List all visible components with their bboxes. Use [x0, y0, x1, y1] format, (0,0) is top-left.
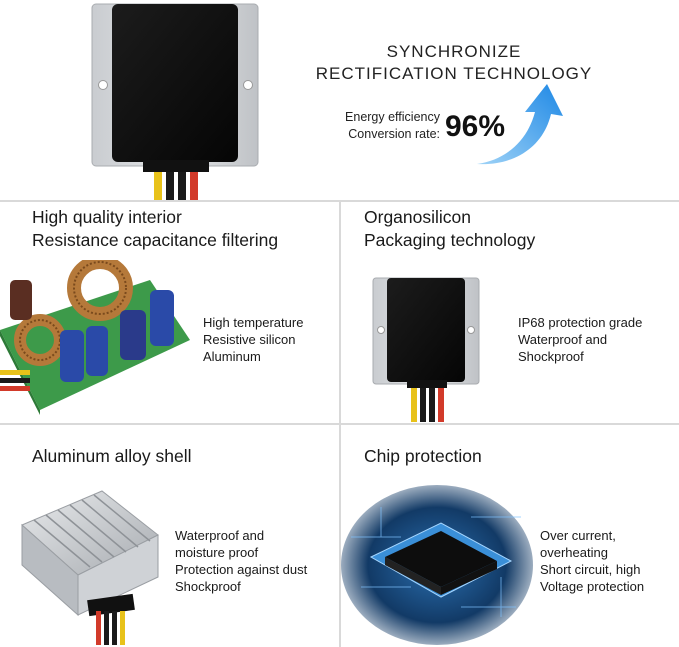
circuit-board-image: [0, 260, 190, 415]
panel-chip-protection: Chip protection Over current, overheatin…: [341, 425, 679, 647]
panel-title-line1: Chip protection: [364, 446, 482, 466]
panel-desc-line: Waterproof and: [518, 332, 608, 347]
panel-title-line1: Organosilicon: [364, 207, 471, 227]
panel-desc-line: Voltage protection: [540, 579, 645, 594]
panel-desc-line: Over current,: [540, 528, 616, 543]
growth-arrow-icon: [477, 84, 563, 165]
panel-aluminum-shell: Aluminum alloy shell Waterproof and mois…: [0, 425, 339, 647]
panel-desc-line: Resistive silicon: [203, 332, 296, 347]
efficiency-value: 96%: [445, 110, 506, 143]
efficiency-label-line1: Energy efficiency: [345, 110, 440, 124]
hero-title-line1: SYNCHRONIZE: [386, 42, 522, 61]
panel-title-line1: High quality interior: [32, 207, 182, 227]
panel-desc-line: overheating: [540, 545, 608, 560]
panel-desc-line: IP68 protection grade: [518, 315, 643, 330]
heatsink-shell-image: [21, 490, 159, 645]
panel-desc-line: Shockproof: [175, 579, 241, 594]
sealed-module-image: [372, 277, 480, 422]
panel-desc-line: Waterproof and: [175, 528, 265, 543]
panel-desc-line: Aluminum: [203, 349, 261, 364]
divider-vertical: [339, 200, 341, 647]
panel-title-line2: Resistance capacitance filtering: [32, 230, 279, 250]
hero-section: SYNCHRONIZE RECTIFICATION TECHNOLOGY Ene…: [0, 0, 679, 200]
panel-interior: High quality interior Resistance capacit…: [0, 202, 339, 423]
panel-title-line2: Packaging technology: [364, 230, 536, 250]
panel-desc-line: moisture proof: [175, 545, 259, 560]
panel-desc-line: High temperature: [203, 315, 304, 330]
panel-title-line1: Aluminum alloy shell: [32, 446, 192, 466]
panel-desc-line: Short circuit, high: [540, 562, 641, 577]
efficiency-label-line2: Conversion rate:: [348, 127, 440, 141]
panel-desc-line: Shockproof: [518, 349, 584, 364]
hero-title-line2: RECTIFICATION TECHNOLOGY: [315, 64, 593, 83]
chip-image: [341, 485, 533, 645]
panel-packaging: Organosilicon Packaging technology IP68 …: [341, 202, 679, 423]
panel-desc-line: Protection against dust: [175, 562, 308, 577]
converter-product-image: [91, 3, 259, 200]
